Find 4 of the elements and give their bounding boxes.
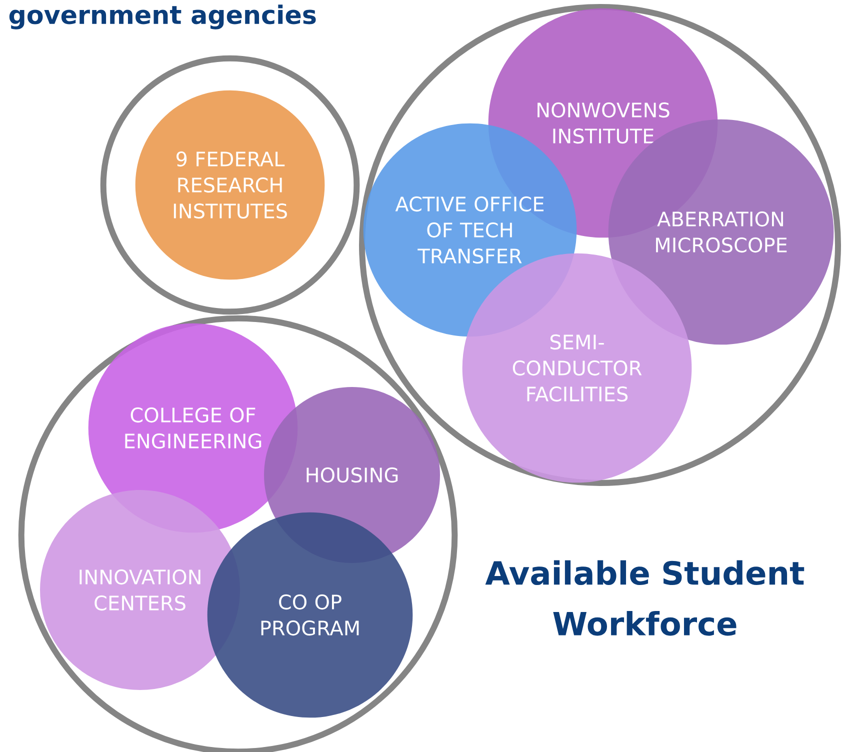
ring-outline	[100, 55, 360, 315]
caption-text: Available Student Workforce	[485, 560, 804, 636]
heading: government agencies	[9, 4, 316, 30]
ring-outline	[18, 315, 458, 752]
